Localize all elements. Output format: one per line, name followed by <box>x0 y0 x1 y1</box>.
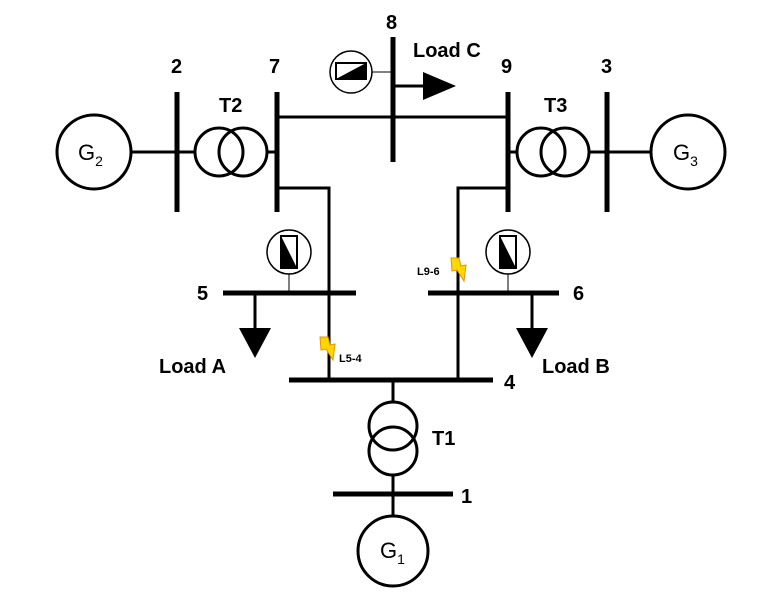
bus-2-label: 2 <box>171 56 182 78</box>
fault-l5-4-lightning-icon <box>319 336 336 362</box>
line-7-5 <box>277 186 331 293</box>
transformer-t2-icon <box>193 126 269 178</box>
transformer-t2-label: T2 <box>219 95 242 117</box>
fault-l9-6-lightning-icon <box>450 257 467 283</box>
bus-6-label: 6 <box>573 283 584 305</box>
transformer-t1-label: T1 <box>432 428 455 450</box>
transformer-t3-label: T3 <box>544 95 567 117</box>
fault-l5-4-label: L5-4 <box>339 353 363 365</box>
meter-bus-6-icon <box>485 229 531 293</box>
generator-g3-label: G3 <box>673 140 698 169</box>
bus-5-label: 5 <box>197 283 208 305</box>
load-a-label: Load A <box>159 356 226 378</box>
transformer-t1-icon <box>367 400 419 477</box>
bus-8-label: 8 <box>386 12 397 34</box>
load-c-arrow-icon <box>423 72 456 100</box>
bus-4-label: 4 <box>504 372 516 394</box>
meter-bus-8-icon <box>329 50 393 94</box>
generator-g2-label: G2 <box>78 140 103 169</box>
generator-g2: G2 <box>55 113 133 191</box>
generator-g1-label: G1 <box>380 538 405 567</box>
generator-g1: G1 <box>356 514 430 588</box>
bus-7-label: 7 <box>269 56 280 78</box>
bus-1-label: 1 <box>461 486 472 508</box>
fault-l9-6-label: L9-6 <box>417 266 440 278</box>
transformer-t3-icon <box>515 126 591 178</box>
load-b-arrow-icon <box>516 328 548 358</box>
load-a-arrow-icon <box>239 328 271 358</box>
load-b-label: Load B <box>542 356 610 378</box>
bus-3-label: 3 <box>601 56 612 78</box>
load-c-label: Load C <box>413 40 481 62</box>
generator-g3: G3 <box>649 113 727 191</box>
meter-bus-5-icon <box>266 229 312 293</box>
bus-9-label: 9 <box>501 56 512 78</box>
